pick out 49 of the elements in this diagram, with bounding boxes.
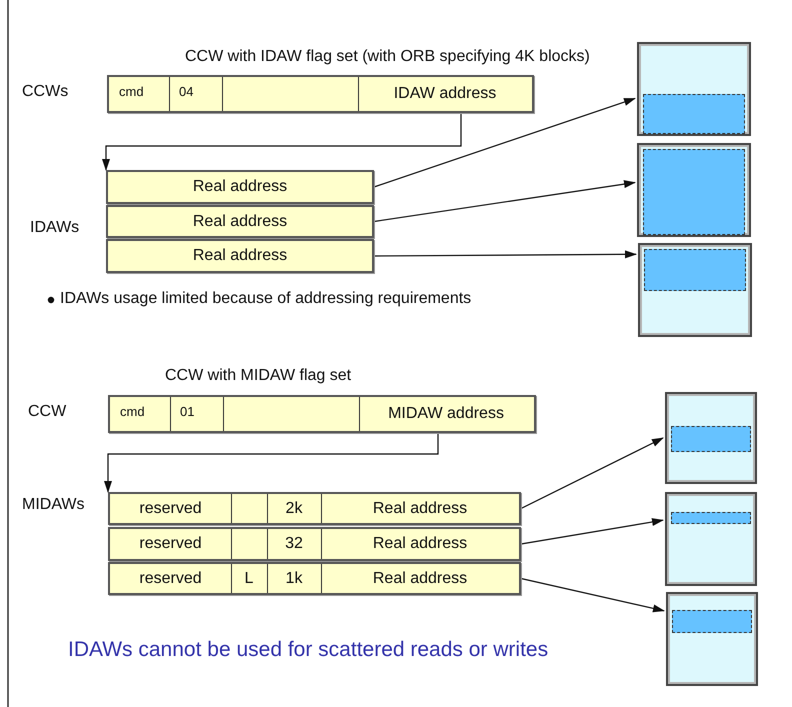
memory-page xyxy=(666,592,758,686)
field-text: L xyxy=(244,570,254,588)
field-text: reserved xyxy=(139,570,202,588)
field-text: Real address xyxy=(372,570,468,588)
field-text: 2k xyxy=(286,500,302,518)
midaw-entry xyxy=(108,562,521,595)
arrow xyxy=(520,437,664,510)
arrow xyxy=(102,113,462,171)
idaw-entry xyxy=(106,205,374,238)
field-text: 01 xyxy=(180,404,194,419)
field-text: Real address xyxy=(372,535,468,553)
arrow xyxy=(520,518,664,545)
row-label: CCWs xyxy=(22,83,68,101)
field-text: IDAW address xyxy=(394,85,496,103)
summary-text: IDAWs cannot be used for scattered reads or writes xyxy=(68,638,548,662)
field-text: Real address xyxy=(192,212,288,230)
ccw-word xyxy=(107,75,534,113)
idaw-entry xyxy=(106,239,374,273)
field-text: reserved xyxy=(139,500,202,518)
field-text: 1k xyxy=(286,570,302,588)
memory-page xyxy=(637,143,751,237)
arrow xyxy=(374,250,637,258)
arrow xyxy=(104,433,439,493)
arrow xyxy=(374,98,636,188)
idaw-entry xyxy=(106,170,374,204)
note-text: IDAWs usage limited because of addressing requirements xyxy=(60,290,472,308)
diagram-heading: CCW with IDAW flag set (with ORB specifying 4K blocks) xyxy=(185,48,590,66)
ccw-word xyxy=(108,395,536,433)
row-label: CCW xyxy=(28,403,66,421)
arrow xyxy=(520,578,665,612)
field-text: cmd xyxy=(119,84,144,99)
memory-page xyxy=(638,243,752,337)
midaw-entry xyxy=(108,492,521,525)
memory-page xyxy=(665,392,757,484)
field-text: Real address xyxy=(192,247,288,265)
arrow xyxy=(374,180,636,222)
field-text: 04 xyxy=(179,84,194,99)
diagram-heading: CCW with MIDAW flag set xyxy=(165,367,352,385)
memory-page xyxy=(637,42,751,136)
row-label: MIDAWs xyxy=(22,496,85,514)
field-text: Real address xyxy=(192,178,288,196)
field-text: 32 xyxy=(285,535,303,553)
field-text: MIDAW address xyxy=(388,405,504,423)
midaw-entry xyxy=(108,527,521,561)
row-label: IDAWs xyxy=(30,219,80,237)
field-text: Real address xyxy=(372,500,468,518)
field-text: cmd xyxy=(120,404,145,419)
field-text: reserved xyxy=(139,535,202,553)
memory-page xyxy=(665,492,757,586)
